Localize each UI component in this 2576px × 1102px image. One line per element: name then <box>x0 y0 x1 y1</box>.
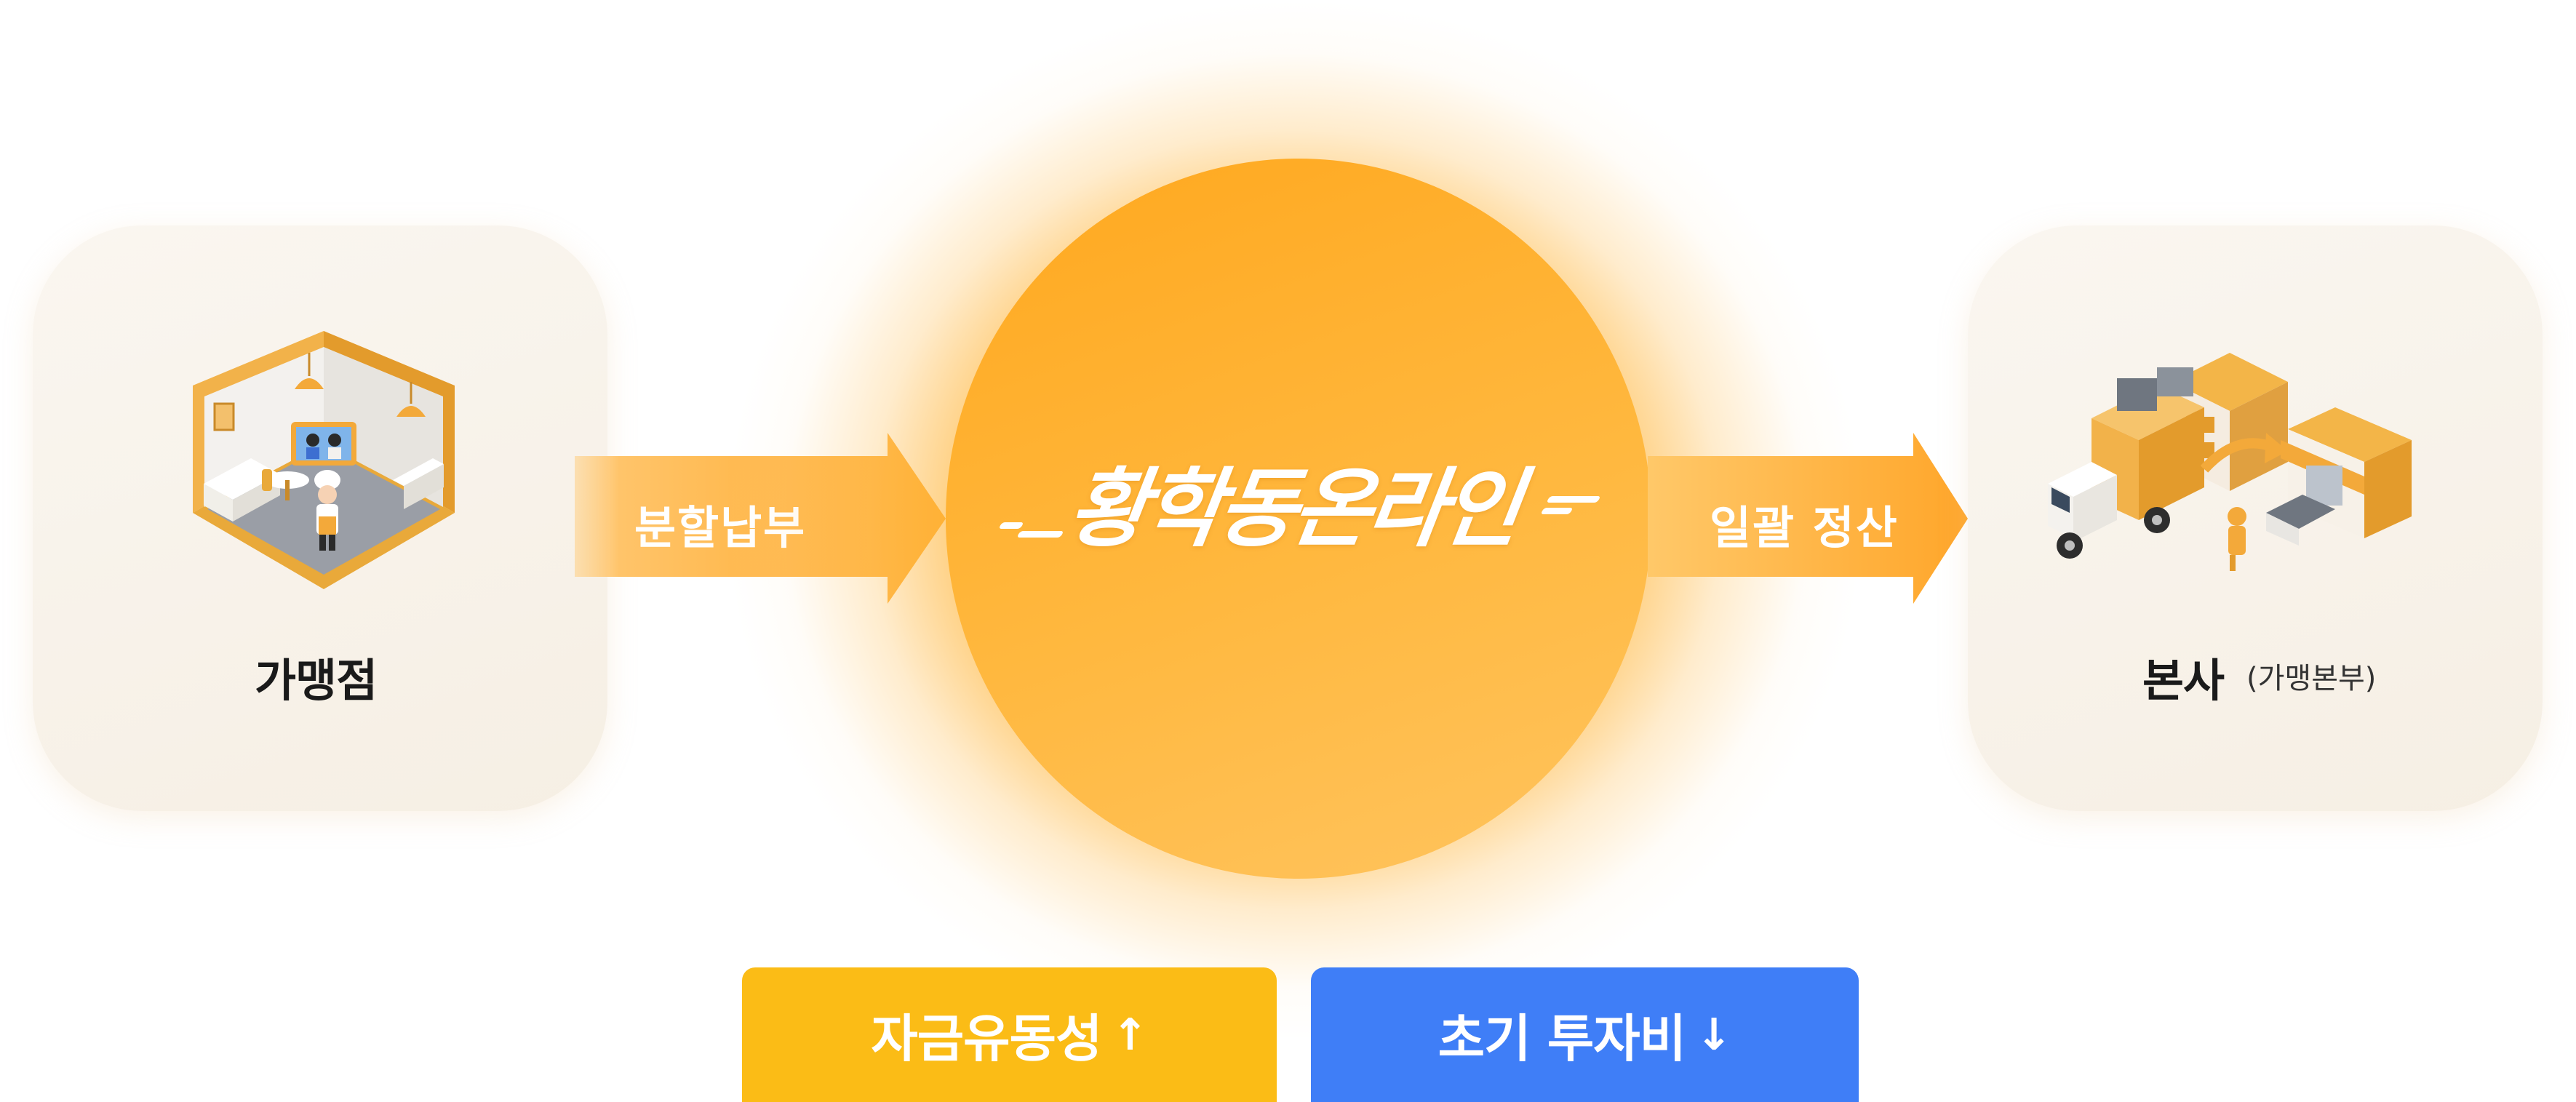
franchisee-label: 가맹점 <box>255 654 378 707</box>
lump-settlement-arrow <box>1648 433 1968 604</box>
arrow-down-icon: ↓ <box>1696 1009 1732 1061</box>
liquidity-label: 자금유동성 <box>871 1009 1102 1069</box>
speed-line-icon <box>1016 531 1064 538</box>
speed-line-icon <box>1540 508 1574 514</box>
delivery-truck-icon <box>2048 353 2412 571</box>
arrow-up-icon: ↑ <box>1112 1009 1148 1061</box>
headquarters-label: 본사 <box>2142 654 2225 707</box>
platform-title: 황학동온라인 <box>1062 458 1525 559</box>
initial-investment-button[interactable]: 초기 투자비 ↓ <box>1311 967 1859 1102</box>
headquarters-sublabel: (가맹본부) <box>2246 662 2377 695</box>
initial-investment-label: 초기 투자비 <box>1437 1009 1686 1069</box>
liquidity-button[interactable]: 자금유동성 ↑ <box>742 967 1277 1102</box>
platform-circle <box>946 159 1651 879</box>
speed-line-icon <box>1546 496 1601 503</box>
store-room-icon <box>193 331 455 589</box>
lump-settlement-label: 일괄 정산 <box>1710 501 1899 554</box>
